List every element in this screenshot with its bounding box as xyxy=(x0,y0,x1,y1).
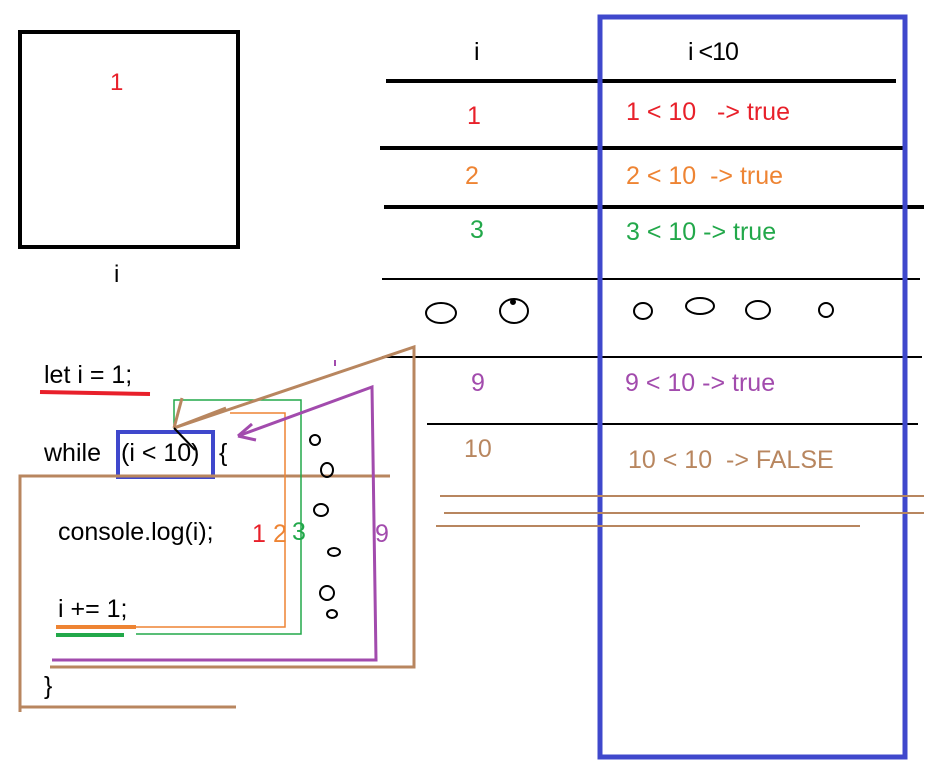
table-ellipsis-dots xyxy=(425,297,834,324)
row-1-i: 1 xyxy=(467,102,481,130)
loop-body-bracket xyxy=(18,474,390,712)
loop-path-green xyxy=(136,399,302,635)
row-10-condition: 10 < 10 -> FALSE xyxy=(628,446,834,474)
table-end-lines xyxy=(436,495,924,527)
row-3-condition: 3 < 10 -> true xyxy=(626,218,777,246)
code-console-log: console.log(i); xyxy=(58,518,214,546)
loop-path-orange xyxy=(136,412,286,628)
code-let: let i = 1; xyxy=(44,361,133,389)
code-while-condition: (i < 10) xyxy=(121,439,200,467)
header-condition: i <10 xyxy=(688,38,739,66)
row-3-i: 3 xyxy=(470,216,484,244)
row-9-i: 9 xyxy=(471,369,485,397)
iteration-mark-9: 9 xyxy=(375,520,389,548)
loop-ellipsis-dots xyxy=(309,434,341,619)
row-1-condition: 1 < 10 -> true xyxy=(626,98,790,126)
variable-value: 1 xyxy=(110,69,124,96)
loop-path-brown xyxy=(50,344,416,669)
iteration-mark-1: 1 xyxy=(252,520,266,548)
row-9-condition: 9 < 10 -> true xyxy=(625,369,776,397)
variable-box xyxy=(18,30,240,249)
code-while-brace: { xyxy=(219,439,228,467)
condition-column-frame xyxy=(597,14,908,760)
loop-path-purple xyxy=(52,384,378,662)
header-i: i xyxy=(474,38,480,66)
row-2-i: 2 xyxy=(465,162,479,190)
code-increment: i += 1; xyxy=(58,595,128,623)
table-rules xyxy=(380,79,924,209)
let-underline xyxy=(39,390,151,396)
variable-label: i xyxy=(114,261,120,288)
iteration-mark-3: 3 xyxy=(292,518,306,546)
arrow-black xyxy=(173,427,196,451)
row-2-condition: 2 < 10 -> true xyxy=(626,162,784,190)
row-10-i: 10 xyxy=(464,435,492,463)
iteration-mark-2: 2 xyxy=(273,520,287,548)
table-thin-rules xyxy=(382,278,922,425)
code-closing-brace: } xyxy=(44,672,53,700)
code-while-keyword: while xyxy=(44,439,101,467)
